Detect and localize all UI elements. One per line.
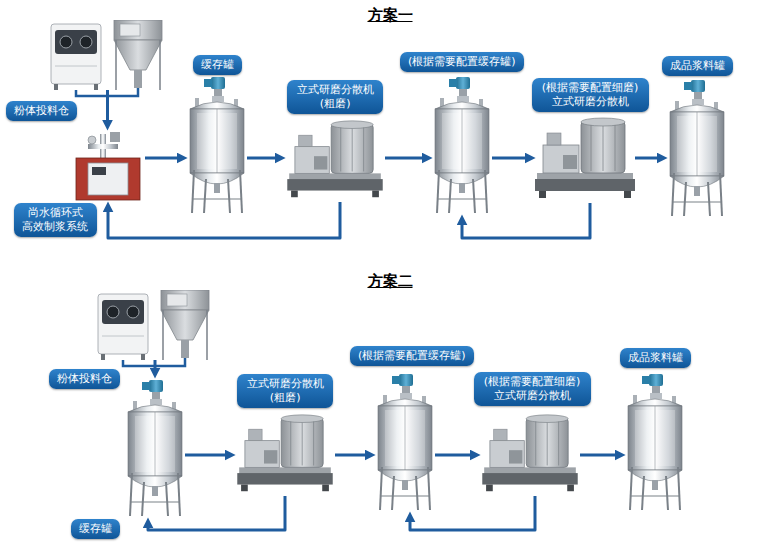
equipment-node: 立式研磨分散机 (粗磨) [235, 412, 335, 496]
equipment-label: 成品浆料罐 [662, 56, 733, 76]
equipment-node: 立式研磨分散机 (粗磨) [285, 118, 385, 202]
equipment-label: 立式研磨分散机 (粗磨) [237, 374, 333, 408]
flow-arrow [492, 157, 529, 160]
flow-arrow [247, 157, 279, 160]
equipment-node: 缓存罐 [187, 75, 247, 215]
equipment-label: 粉体投料仓 [6, 101, 77, 121]
equipment-label: 缓存罐 [71, 519, 120, 539]
coarse-mill [237, 415, 332, 491]
equipment-label: (根据需要配置细磨) 立式研磨分散机 [474, 372, 591, 406]
buffer-tank [378, 374, 432, 510]
flow-arrow [145, 157, 181, 160]
equipment-node: (根据需要配置缓存罐) [375, 372, 435, 512]
flow-arrow [435, 454, 474, 457]
equipment-node: 成品浆料罐 [625, 372, 685, 512]
flow-arrow [148, 496, 285, 530]
equipment-label: 成品浆料罐 [620, 348, 691, 368]
equipment-node: (根据需要配置细磨) 立式研磨分散机 [480, 412, 580, 496]
equipment-node: 缓存罐 [125, 378, 185, 518]
powder-feeders [98, 290, 209, 360]
slurry-system [76, 132, 140, 200]
equipment-label: (根据需要配置缓存罐) [400, 52, 524, 72]
equipment-label: 缓存罐 [193, 55, 242, 75]
fine-mill [482, 415, 577, 491]
equipment-label: 粉体投料仓 [49, 369, 120, 389]
scheme-title: 方案一 [368, 6, 413, 24]
equipment-node: (根据需要配置缓存罐) [432, 75, 492, 215]
flow-arrow [462, 203, 590, 238]
equipment-label: 尚水循环式 高效制浆系统 [14, 203, 97, 237]
scheme-title: 方案二 [368, 272, 413, 290]
buffer-tank [190, 77, 244, 213]
equipment-node: 粉体投料仓 [97, 290, 212, 360]
equipment-label: (根据需要配置缓存罐) [350, 346, 474, 366]
equipment-node: 粉体投料仓 [50, 20, 165, 90]
flow-arrow [185, 454, 229, 457]
flow-arrow [108, 202, 340, 238]
flow-arrow [106, 90, 109, 124]
product-tank [628, 374, 682, 510]
fine-mill [535, 118, 635, 198]
flow-arrow [335, 454, 369, 457]
coarse-mill [287, 121, 382, 197]
buffer-tank [128, 380, 182, 516]
flow-arrow [410, 496, 535, 530]
equipment-label: 立式研磨分散机 (粗磨) [287, 80, 383, 114]
powder-feeders [51, 20, 162, 90]
flow-arrow [385, 157, 426, 160]
buffer-tank [435, 77, 489, 213]
flow-arrow [635, 157, 661, 160]
equipment-label: (根据需要配置细磨) 立式研磨分散机 [532, 78, 649, 112]
equipment-node: 成品浆料罐 [667, 78, 727, 218]
equipment-node: 尚水循环式 高效制浆系统 [70, 130, 145, 202]
flow-arrow [154, 360, 157, 372]
flow-arrow [580, 454, 619, 457]
equipment-node: (根据需要配置细磨) 立式研磨分散机 [535, 115, 635, 203]
product-tank [670, 80, 724, 216]
